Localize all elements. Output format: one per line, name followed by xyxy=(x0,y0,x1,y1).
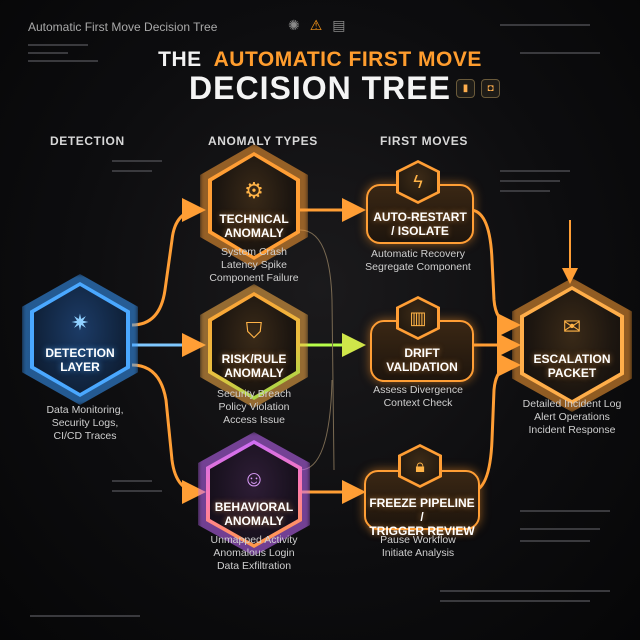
node-label: LAYER xyxy=(60,360,100,375)
technical-description: System Crash Latency Spike Component Fai… xyxy=(194,246,314,285)
power-bolt-icon: ϟ xyxy=(396,160,440,204)
node-label: PACKET xyxy=(547,366,597,381)
briefcase-icon[interactable]: ◘ xyxy=(481,79,500,98)
description-line: Detailed Incident Log xyxy=(522,398,622,410)
hud-line xyxy=(500,24,590,26)
node-label: VALIDATION xyxy=(386,360,458,374)
node-label: ANOMALY xyxy=(224,226,284,241)
restart-description: Automatic Recovery Segregate Component xyxy=(356,248,480,274)
hud-line xyxy=(112,490,162,492)
node-label: RISK/RULE xyxy=(221,352,287,367)
warning-icon[interactable]: ⚠ xyxy=(309,17,323,33)
node-label: ANOMALY xyxy=(224,514,284,529)
hud-line xyxy=(28,52,68,54)
description-line: Data Monitoring, xyxy=(46,404,124,416)
padlock-icon: 🔒︎ xyxy=(398,444,442,488)
detection-layer-node[interactable]: ✷ DETECTION LAYER xyxy=(22,274,138,405)
description-line: System Crash xyxy=(221,246,287,258)
arrow-detection-technical xyxy=(131,198,206,327)
column-header-detection: DETECTION xyxy=(50,134,125,148)
hud-line xyxy=(28,44,88,46)
page-title: DECISION TREE xyxy=(189,70,451,106)
envelope-icon: ✉ xyxy=(562,314,582,340)
node-label: ANOMALY xyxy=(224,366,284,381)
hud-line xyxy=(520,510,610,512)
gear-search-icon: ⚙ xyxy=(244,177,264,203)
column-header-anomaly-types: ANOMALY TYPES xyxy=(208,134,318,148)
bar-chart-icon[interactable]: ▮ xyxy=(456,79,475,98)
description-line: Policy Violation xyxy=(218,401,290,413)
hud-line xyxy=(440,600,590,602)
headline-the: THE xyxy=(158,48,202,71)
node-label: ESCALATION xyxy=(533,352,611,367)
node-label: DETECTION xyxy=(45,346,115,361)
user-refresh-icon: ☺ xyxy=(242,465,266,491)
hud-line xyxy=(440,590,610,592)
description-line: Security Logs, xyxy=(51,417,119,429)
behavioral-anomaly-node[interactable]: ☺ BEHAVIORAL ANOMALY xyxy=(198,432,310,556)
header-badges: ▮ ◘ xyxy=(456,79,500,98)
technical-anomaly-node[interactable]: ⚙ TECHNICAL ANOMALY xyxy=(200,144,308,268)
network-hub-icon: ✷ xyxy=(70,309,90,335)
hud-line xyxy=(112,170,152,172)
headline-top: THE AUTOMATIC FIRST MOVE xyxy=(0,48,640,72)
node-label: FREEZE PIPELINE / xyxy=(369,496,475,524)
chart-magnifier-icon: ▥ xyxy=(396,296,440,340)
gear-icon[interactable]: ✺ xyxy=(288,17,300,33)
description-line: Component Failure xyxy=(209,272,299,284)
hud-line xyxy=(112,480,152,482)
description-line: Latency Spike xyxy=(221,259,287,271)
description-line: Segregate Component xyxy=(365,261,471,273)
description-line: Unmapped Activity xyxy=(210,534,298,546)
risk-rule-anomaly-node[interactable]: ⛉ RISK/RULE ANOMALY xyxy=(200,284,308,408)
hud-line xyxy=(28,60,98,62)
node-label: / ISOLATE xyxy=(391,224,449,238)
arrow-detection-behavioral xyxy=(131,363,206,504)
description-line: Security Breach xyxy=(216,388,292,400)
description-line: Alert Operations xyxy=(534,411,610,423)
drift-description: Assess Divergence Context Check xyxy=(356,384,480,410)
escalation-packet-node[interactable]: ✉ ESCALATION PACKET xyxy=(512,278,632,412)
description-line: Context Check xyxy=(383,397,453,409)
hud-line xyxy=(500,170,570,172)
description-line: Access Issue xyxy=(223,414,285,426)
node-label: TRIGGER REVIEW xyxy=(369,524,475,538)
escalation-description: Detailed Incident Log Alert Operations I… xyxy=(510,398,634,437)
hud-line xyxy=(520,540,590,542)
arrow-restart-escalation xyxy=(469,208,521,337)
description-line: Anomalous Login xyxy=(213,547,295,559)
behavioral-description: Unmapped Activity Anomalous Login Data E… xyxy=(194,534,314,573)
hud-line xyxy=(500,180,560,182)
description-line: Assess Divergence xyxy=(373,384,463,396)
headline-accent: AUTOMATIC FIRST MOVE xyxy=(213,48,482,71)
shield-check-icon: ⛉ xyxy=(245,317,263,343)
node-label: BEHAVIORAL xyxy=(214,500,294,515)
node-label: AUTO-RESTART xyxy=(373,210,467,224)
hud-line xyxy=(520,52,600,54)
node-label: DRIFT xyxy=(404,346,440,360)
title-icon-group: ✺ ⚠ ▤ xyxy=(288,16,346,34)
hud-line xyxy=(30,615,140,617)
hud-line xyxy=(112,160,162,162)
auto-restart-node[interactable]: AUTO-RESTART / ISOLATE xyxy=(366,184,474,244)
column-header-first-moves: FIRST MOVES xyxy=(380,134,468,148)
freeze-description: Pause Workflow Initiate Analysis xyxy=(356,534,480,560)
description-line: Incident Response xyxy=(528,424,616,436)
risk-description: Security Breach Policy Violation Access … xyxy=(194,388,314,427)
description-line: Initiate Analysis xyxy=(381,547,455,559)
node-label: TECHNICAL xyxy=(219,212,289,227)
detection-description: Data Monitoring, Security Logs, CI/CD Tr… xyxy=(20,404,150,443)
description-line: Data Exfiltration xyxy=(216,560,292,572)
arrow-freeze-escalation xyxy=(469,353,521,494)
description-line: Pause Workflow xyxy=(380,534,456,546)
description-line: CI/CD Traces xyxy=(53,430,117,442)
window-title: Automatic First Move Decision Tree xyxy=(28,20,218,34)
document-icon[interactable]: ▤ xyxy=(332,17,346,33)
hud-line xyxy=(520,528,600,530)
hud-line xyxy=(500,190,550,192)
description-line: Automatic Recovery xyxy=(371,248,465,260)
